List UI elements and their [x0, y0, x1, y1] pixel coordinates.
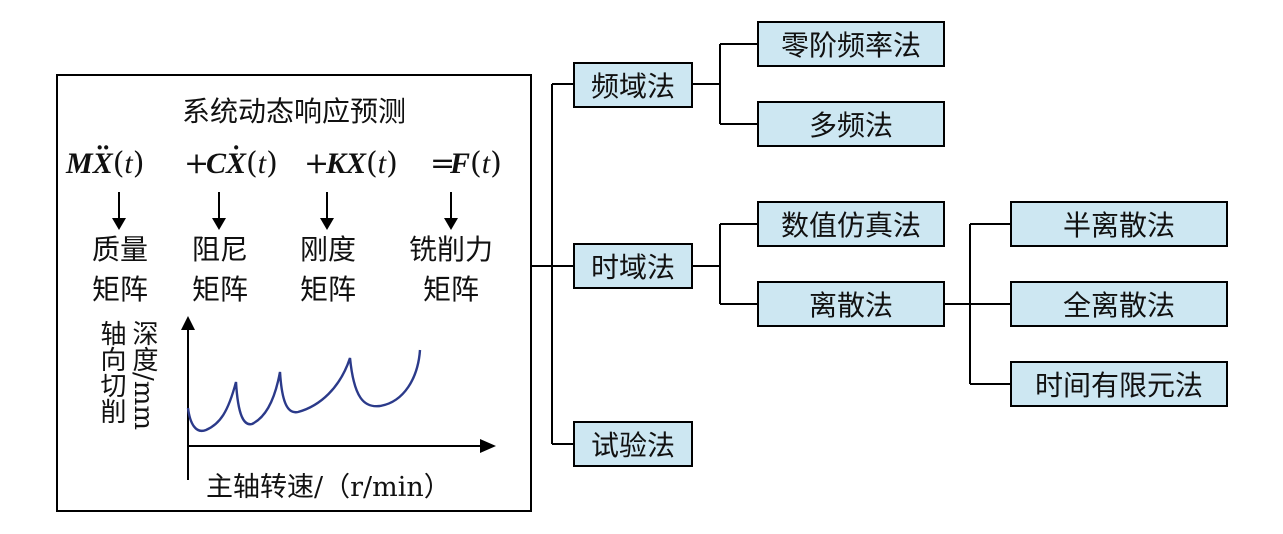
equation-damping-term: CX(t) [206, 133, 278, 181]
equation-plus-2: + [304, 146, 330, 181]
dynamic-response-panel: 系统动态响应预测 MX(t) + CX(t) + KX(t) = F(t) 质量… [56, 74, 532, 512]
equation-mass-term: MX(t) [66, 133, 144, 181]
stability-lobe-plot: 主轴转速/（r/min） [181, 316, 496, 503]
node-full-discretization: 全离散法 [1010, 281, 1228, 327]
equation-stiffness-term: KX(t) [326, 146, 398, 181]
equation: MX(t) + CX(t) + KX(t) = F(t) [66, 133, 526, 196]
node-numerical-simulation: 数值仿真法 [757, 201, 945, 247]
matrix-label-damping: 阻尼矩阵 [191, 233, 248, 306]
matrix-label-cutting-force: 铣削力矩阵 [408, 233, 493, 306]
equation-equals: = [430, 146, 456, 181]
matrix-label-mass: 质量矩阵 [91, 233, 148, 306]
y-axis-label-line2: 深度/mm [128, 320, 158, 431]
node-frequency-domain: 频域法 [573, 62, 693, 108]
panel-title: 系统动态响应预测 [181, 95, 406, 128]
arrow-down-icon [320, 192, 334, 230]
node-time-domain: 时域法 [573, 243, 693, 289]
node-experimental: 试验法 [573, 421, 693, 467]
node-temporal-finite-element: 时间有限元法 [1010, 361, 1228, 407]
matrix-label-stiffness: 刚度矩阵 [299, 233, 356, 306]
arrow-down-icon [444, 192, 458, 230]
node-zero-order-frequency: 零阶频率法 [757, 21, 945, 67]
arrow-down-icon [112, 192, 126, 230]
equation-plus-1: + [184, 146, 210, 181]
y-axis-label: 轴向切削 深度/mm [88, 320, 168, 440]
node-multi-frequency: 多频法 [757, 101, 945, 147]
node-semi-discretization: 半离散法 [1010, 201, 1228, 247]
x-axis-label: 主轴转速/（r/min） [206, 472, 451, 503]
y-axis [181, 316, 195, 480]
arrow-down-icon [212, 192, 226, 230]
x-axis [188, 439, 496, 453]
stability-lobe-curve [186, 349, 422, 433]
node-discretization: 离散法 [757, 281, 945, 327]
equation-force-term: F(t) [450, 146, 502, 181]
y-axis-label-line1: 轴向切削 [96, 320, 126, 424]
